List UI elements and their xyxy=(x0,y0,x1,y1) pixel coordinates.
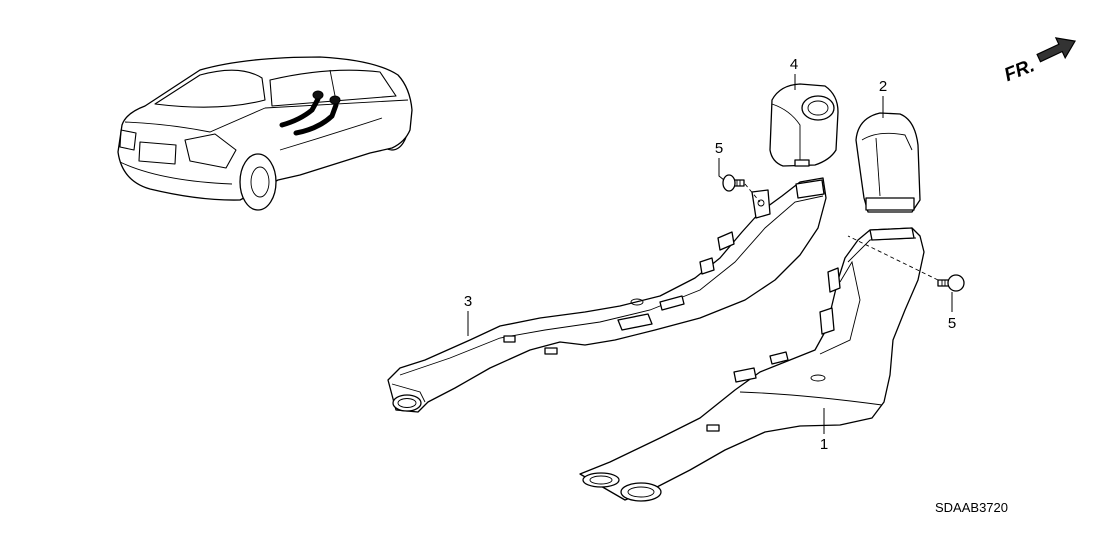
front-arrow-icon xyxy=(1036,37,1076,63)
diagram-code: SDAAB3720 xyxy=(935,500,1008,515)
duct-3-outlet-lip xyxy=(391,383,426,403)
duct-part-3 xyxy=(387,177,827,413)
duct-3-mount-tab xyxy=(751,189,771,219)
duct-3-clip-a xyxy=(503,335,516,343)
duct-3-clip-d xyxy=(659,295,685,311)
rear-wheel xyxy=(239,153,277,211)
screw-lower-threads xyxy=(941,280,946,286)
callout-3: 3 xyxy=(464,293,472,310)
side-character-line xyxy=(279,117,383,151)
screw-lower-install-line xyxy=(847,235,939,281)
locator-vent-left xyxy=(312,90,324,100)
duct-1-tab-b xyxy=(733,367,757,383)
callout-5-upper: 5 xyxy=(715,140,723,157)
vent-2-side-line xyxy=(875,137,881,197)
duct-1-tab-d xyxy=(819,307,835,335)
vent-2-bottom-opening xyxy=(865,197,915,211)
duct-1-outlet-a xyxy=(582,472,620,488)
duct-3-outlet-inner xyxy=(397,398,417,408)
callout-5-lower: 5 xyxy=(948,315,956,332)
callout-1: 1 xyxy=(820,436,828,453)
vent-4-edge xyxy=(771,103,801,164)
duct-1-tab-e xyxy=(827,267,841,293)
rear-window xyxy=(154,69,266,108)
callout-2: 2 xyxy=(879,78,887,95)
locator-vent-right xyxy=(329,95,341,105)
side-windows xyxy=(269,69,397,107)
duct-1-outlet-b xyxy=(620,482,662,502)
duct-part-1 xyxy=(579,227,925,502)
duct-3-hole xyxy=(630,298,644,306)
locator-duct-right xyxy=(293,102,339,136)
car-body xyxy=(117,56,413,201)
duct-3-clip-b xyxy=(544,347,558,355)
duct-3-outlet xyxy=(392,394,422,412)
duct-1-top-opening xyxy=(869,227,915,241)
license-plate xyxy=(138,141,177,165)
duct-3-mount-hole xyxy=(757,199,765,207)
duct-3-top-opening xyxy=(795,179,825,199)
vent-4-tab xyxy=(794,159,810,167)
duct-1-clip-a xyxy=(706,424,720,432)
trunk-edge xyxy=(124,107,266,133)
duct-1-outlet-b-inner xyxy=(627,486,655,498)
front-indicator-label: FR. xyxy=(1001,55,1037,86)
vent-4-body xyxy=(769,83,839,167)
screw-lower-head xyxy=(947,274,965,292)
duct-3-clip-c xyxy=(617,313,653,331)
vent-part-2 xyxy=(855,112,921,213)
vent-part-4 xyxy=(769,83,839,167)
vent-2-edge xyxy=(861,132,913,151)
vent-4-opening xyxy=(801,95,835,121)
callout-5-upper-leader xyxy=(718,158,725,181)
callout-4: 4 xyxy=(790,56,798,73)
vent-4-opening-inner xyxy=(807,100,829,116)
duct-3-top-face xyxy=(399,195,824,376)
tail-light-left xyxy=(119,129,137,151)
duct-1-side-ridge xyxy=(819,260,861,355)
duct-3-tab-f xyxy=(717,231,735,251)
screw-part-5-lower xyxy=(847,235,965,292)
screw-upper-head xyxy=(722,174,736,192)
duct-1-tab-c xyxy=(769,351,789,365)
duct-1-hole xyxy=(810,374,826,382)
screw-upper-threads xyxy=(736,180,741,186)
screw-lower-shank xyxy=(937,279,950,287)
duct-1-body xyxy=(579,227,925,501)
duct-3-tab-e xyxy=(699,257,715,275)
duct-3-body xyxy=(387,177,827,413)
vent-2-body xyxy=(855,112,921,213)
duct-1-body-ridge xyxy=(739,391,883,406)
front-direction-indicator: FR. xyxy=(1001,37,1076,86)
screw-part-5-upper xyxy=(722,174,761,203)
rear-wheel-hub xyxy=(250,166,270,198)
bumper-line xyxy=(119,161,233,185)
tail-light-right xyxy=(184,133,237,169)
locator-duct-left xyxy=(279,96,321,128)
vehicle-locator-illustration xyxy=(117,56,413,211)
callouts: 1 2 3 4 5 5 xyxy=(464,56,956,453)
duct-1-outlet-a-inner xyxy=(589,475,613,485)
screw-upper-install-line xyxy=(744,183,761,203)
